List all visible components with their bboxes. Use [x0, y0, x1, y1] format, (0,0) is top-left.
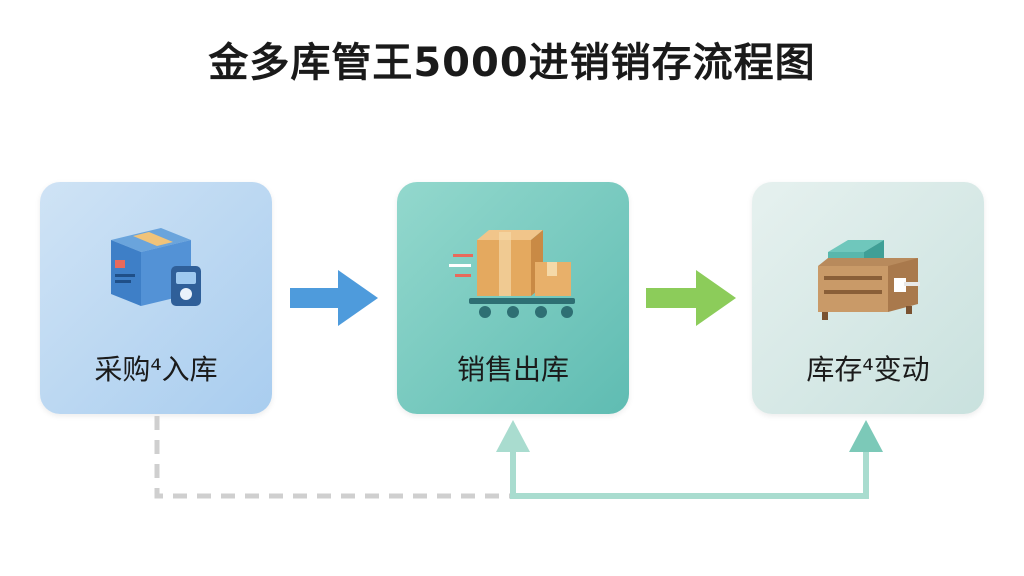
- dashed-connector-purchase: [154, 416, 520, 499]
- step-card-sales: 销售出库: [397, 182, 629, 414]
- step-label-inventory: 库存⁴变动: [806, 353, 930, 386]
- arrow-purchase-to-sales: [290, 270, 378, 326]
- step-card-purchase: 采购⁴入库: [40, 182, 272, 414]
- step-label-purchase: 采购⁴入库: [94, 353, 218, 386]
- step-card-inventory: 库存⁴变动: [752, 182, 984, 414]
- arrow-sales-to-inventory: [646, 270, 736, 326]
- box-scanner-icon: [111, 228, 201, 306]
- teal-arrowhead-sales: [496, 420, 530, 452]
- teal-arrowhead-inventory: [849, 420, 883, 452]
- cart-boxes-icon: [449, 230, 575, 318]
- page-title: 金多库管王5000进销销存流程图: [208, 40, 816, 86]
- open-crate-icon: [818, 240, 920, 320]
- step-label-sales: 销售出库: [456, 353, 569, 386]
- teal-connector: [510, 452, 869, 499]
